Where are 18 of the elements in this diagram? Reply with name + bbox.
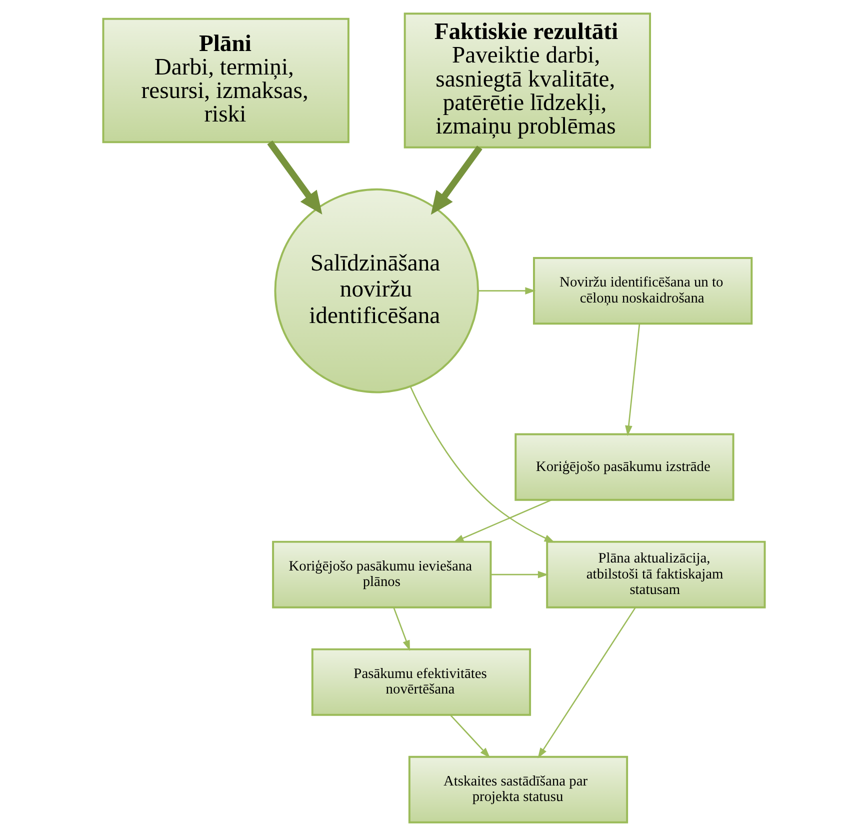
node-box: Atskaites sastādīšana par projekta statusu [408,756,628,824]
node-box: Koriģējošo pasākumu izstrāde [514,433,734,501]
arrow [538,607,636,758]
node-box: Noviržu identificēšana un to cēloņu noskaidrošana [533,257,753,325]
node-box: Pasākumu efektivitātes novērtēšana [311,648,532,716]
arrow [393,607,410,651]
arrow [491,570,548,578]
arrow [453,499,552,542]
node-box: Koriģējošo pasākumu ieviešana plānos [272,540,492,608]
node-box: Plāni Darbi, termiņi, resursi, izmaksas, riski [102,18,350,144]
arrow [267,140,322,215]
arrow [430,146,482,215]
arrow [478,287,536,294]
node-box: Plāna aktualizācija, atbilstoši tā faktiskajam statusam [546,540,766,608]
arrow [410,386,555,543]
node-box: Faktiskie rezultāti Paveiktie darbi, sasniegtā kvalitāte, patērētie līdzekļi, izmaiņu problēmas [404,12,651,148]
arrow [625,324,640,436]
arrow [450,714,490,758]
